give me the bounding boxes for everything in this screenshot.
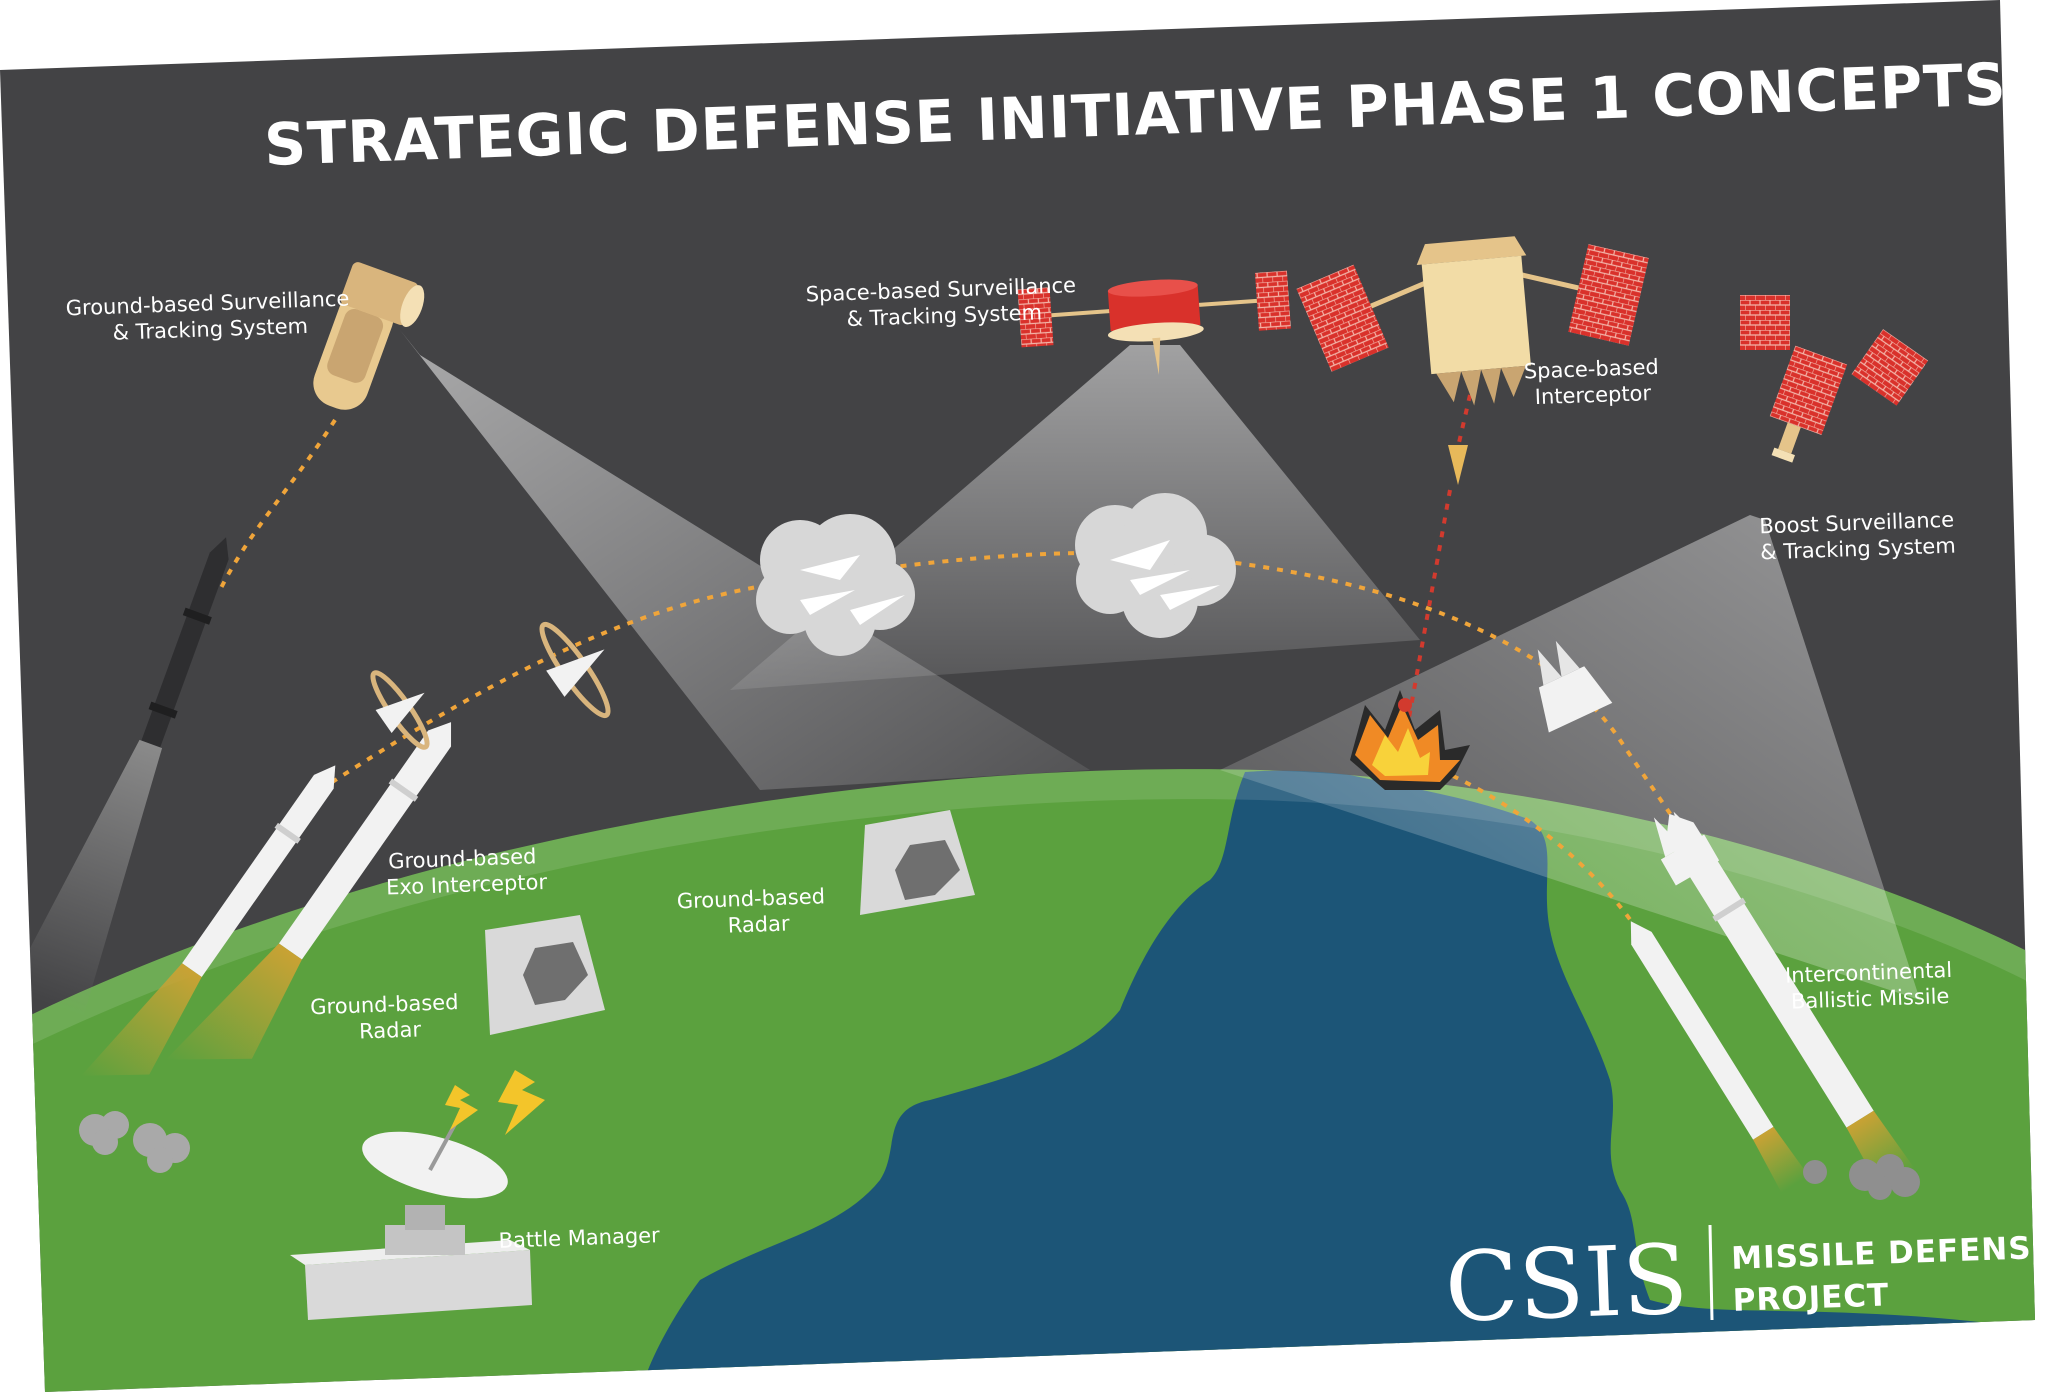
exo-interceptor-rocket-1 [81,765,336,1076]
ground-surveillance-satellite-icon [313,262,425,410]
exo-interceptor-label-2: Exo Interceptor [386,870,548,900]
radar-left-label-2: Radar [359,1017,422,1043]
radar-left-label-1: Ground-based [310,990,459,1019]
project-name-line-2: PROJECT [1732,1277,1890,1318]
icbm-label-1: Intercontinental [1785,958,1953,988]
kill-vehicle-1 [370,670,430,750]
battle-manager-label: Battle Manager [498,1223,660,1253]
radar-center-label-1: Ground-based [676,884,825,913]
battle-manager-icon [290,1070,545,1320]
icbm-label-2: Ballistic Missile [1791,984,1950,1014]
space-interceptor-label-2: Interceptor [1534,381,1651,409]
space-interceptor-path [1403,394,1472,741]
icbm-rocket-2 [1630,921,1809,1193]
space-surveillance-satellite-icon [1017,270,1291,375]
boost-surveillance-satellite-icon [1740,295,1929,463]
radar-center-label-2: Radar [727,911,790,937]
radar-left-icon [485,915,605,1035]
decoy-cloud-1 [756,514,915,656]
launch-smoke-right [1803,1154,1920,1200]
exo-interceptor-rocket-2 [165,722,452,1060]
icbm-warhead-cluster [1653,811,1720,886]
csis-wordmark: CSIS [1443,1223,1690,1343]
interceptor-projectile [1448,445,1468,485]
radar-center-icon [860,810,975,915]
explosion-icon [1350,690,1470,790]
icbm-trajectory [318,551,1707,871]
launch-smoke-left [79,1111,190,1173]
boost-sensor-beam [1220,515,1920,1000]
exo-interceptor-label-1: Ground-based [388,844,537,873]
decoy-cloud-2 [1075,493,1236,638]
logo-divider [1708,1224,1714,1321]
space-interceptor-label-1: Space-based [1523,355,1659,384]
labels: Ground-based Surveillance & Tracking Sys… [65,273,1956,1253]
space-interceptor-satellite-icon [1296,236,1649,406]
dark-missile-icon [8,537,229,1018]
ocean [640,770,2035,1392]
reentry-vehicle-bus [1537,640,1613,733]
ground-sensor-link [218,418,337,591]
